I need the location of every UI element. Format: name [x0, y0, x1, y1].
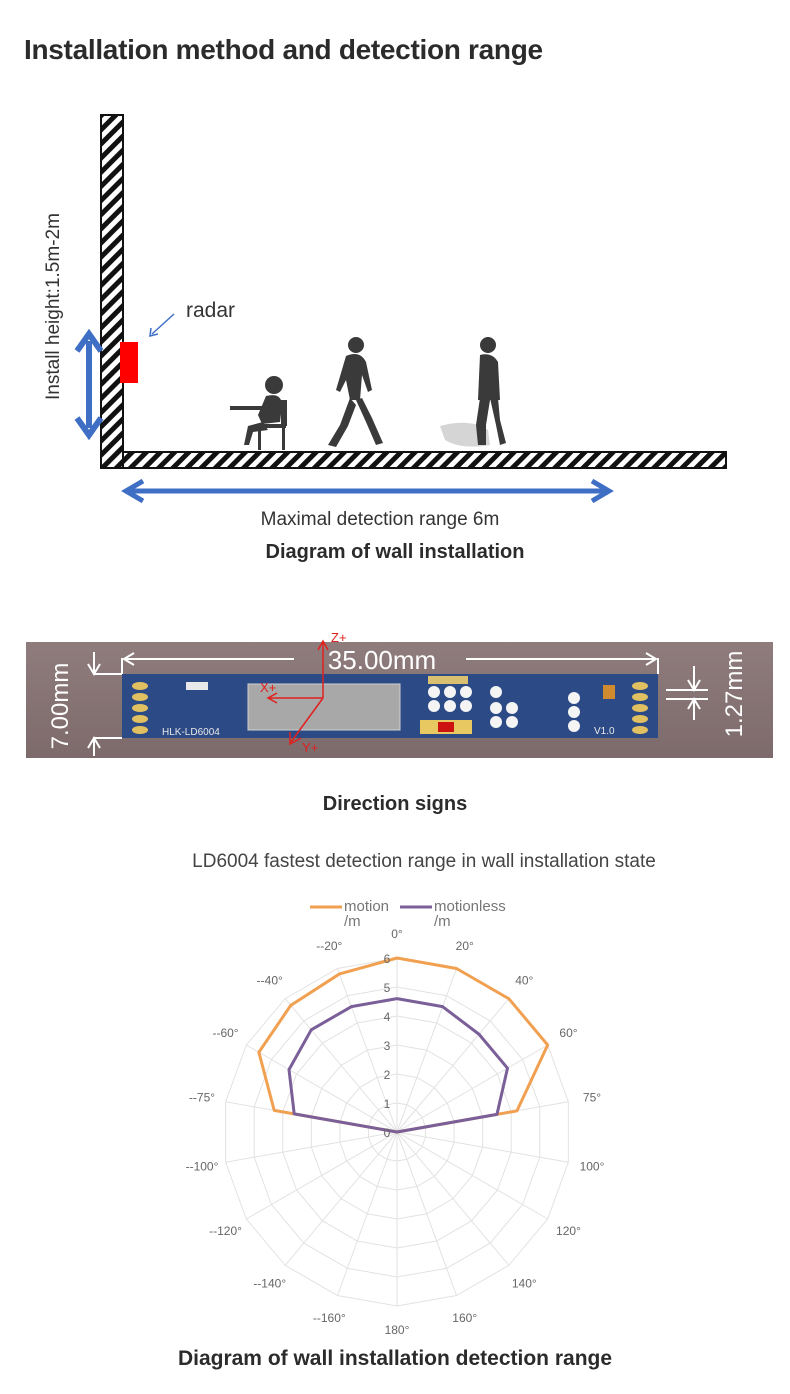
angle-label: --140°: [253, 1277, 286, 1291]
radial-tick-label: 2: [384, 1068, 391, 1082]
right-pin-pads: [632, 682, 648, 734]
wall-hatched: [100, 114, 124, 469]
radial-tick-label: 4: [384, 1010, 391, 1024]
height-dimension-label: 7.00mm: [47, 663, 74, 750]
smd-component: [603, 685, 615, 699]
radial-tick-label: 3: [384, 1039, 391, 1053]
grid-spoke: [337, 1131, 398, 1296]
radial-tick-label: 1: [384, 1097, 391, 1111]
angle-label: 100°: [580, 1159, 605, 1173]
axis-y-label: Y+: [302, 740, 318, 755]
grid-spoke: [337, 968, 398, 1133]
smd-component: [186, 682, 208, 690]
legend-label-motionless: motionless: [434, 898, 506, 915]
radar-module: [120, 342, 138, 383]
radar-label: radar: [186, 299, 235, 322]
grid-spoke: [396, 998, 510, 1133]
angle-label: --160°: [313, 1311, 346, 1325]
left-pin-pads: [132, 682, 148, 734]
radar-pointer-arrow: [151, 313, 175, 335]
grid-spoke: [284, 998, 398, 1133]
chart-legend: motion /m motionless /m: [310, 898, 506, 930]
walking-person-icon: [328, 337, 383, 447]
page-title: Installation method and detection range: [24, 34, 543, 65]
angle-label: 180°: [385, 1323, 410, 1337]
angle-label: --40°: [257, 973, 283, 987]
antenna-area: [247, 683, 401, 731]
grid-spoke: [246, 1044, 398, 1133]
smd-component: [428, 676, 468, 684]
angle-label: 75°: [583, 1091, 601, 1105]
grid-spoke: [396, 1131, 548, 1220]
series-line-motionless: [287, 997, 510, 1134]
direction-signs-caption: Direction signs: [322, 793, 468, 815]
grid-spoke: [246, 1131, 398, 1220]
detection-range-caption: Diagram of wall installation detection r…: [177, 1347, 613, 1370]
angle-label: --75°: [189, 1091, 215, 1105]
board-direction-diagram: HLK-LD6004 V1.0 35.00mm 7.00mm 1.27mm Z+…: [26, 630, 773, 758]
angle-label: 120°: [556, 1224, 581, 1238]
led-component: [438, 722, 454, 732]
angle-label: 140°: [512, 1277, 537, 1291]
grid-spoke: [396, 968, 457, 1133]
install-height-label: Install height:1.5m-2m: [43, 213, 64, 400]
radial-tick-label: 5: [384, 981, 391, 995]
angle-label: 60°: [559, 1026, 577, 1040]
axis-arrows: [266, 639, 329, 746]
radial-tick-label: 0: [384, 1126, 391, 1140]
axis-x-label: X+: [260, 680, 276, 695]
range-label: Maximal detection range 6m: [261, 509, 500, 530]
grid-spoke: [396, 1044, 548, 1133]
legend-label-motion: motion: [344, 898, 389, 915]
wall-installation-diagram: radar Install height:1.5m-2m Maximal det…: [43, 114, 727, 530]
grid-spoke: [284, 1131, 398, 1266]
radial-tick-label: 6: [384, 952, 391, 966]
angle-label: 160°: [452, 1311, 477, 1325]
model-label: HLK-LD6004: [162, 727, 220, 738]
width-dimension-label: 35.00mm: [328, 645, 436, 675]
floor-hatched: [122, 451, 727, 469]
seated-person-icon: [230, 376, 287, 450]
axis-z-label: Z+: [331, 630, 347, 645]
angle-label: --100°: [186, 1159, 219, 1173]
grid-spoke: [396, 1131, 457, 1296]
angle-label: --20°: [316, 939, 342, 953]
angle-label: 20°: [456, 939, 474, 953]
angle-label: --120°: [209, 1224, 242, 1238]
legend-label-motionless-unit: /m: [434, 913, 451, 930]
grid-spoke: [225, 1131, 398, 1163]
legend-label-motion-unit: /m: [344, 913, 361, 930]
walking-person-motion-icon: [440, 337, 506, 447]
chart-title: LD6004 fastest detection range in wall i…: [192, 851, 656, 872]
version-label: V1.0: [594, 726, 615, 737]
angle-label: 40°: [515, 973, 533, 987]
pitch-dimension-label: 1.27mm: [721, 651, 748, 738]
grid-spoke: [396, 1131, 569, 1163]
angle-label: 0°: [391, 927, 403, 941]
angle-label: --60°: [212, 1026, 238, 1040]
via-dots: [428, 686, 580, 732]
polar-range-chart: motion /m motionless /m 0 1 2 3 4 5 60° 20° 40° 6…: [186, 898, 605, 1337]
wall-installation-caption: Diagram of wall installation: [265, 541, 525, 563]
grid-spoke: [396, 1131, 510, 1266]
